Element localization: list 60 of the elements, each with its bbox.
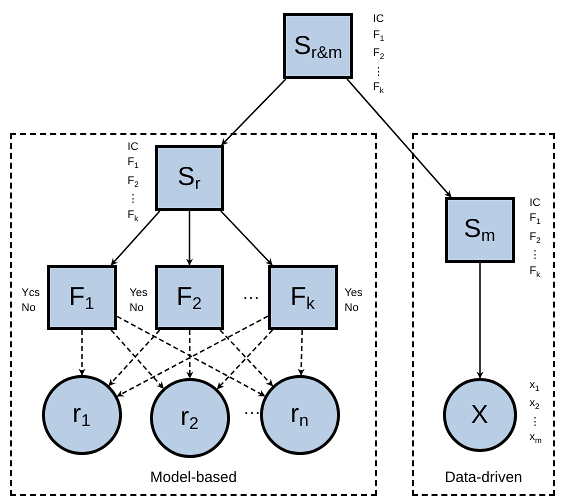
side-note: F$_{k}$	[128, 208, 139, 226]
arrow	[476, 263, 484, 379]
side-note: F$_{1}$	[530, 211, 541, 228]
side-note: F$_{1}$	[128, 155, 139, 172]
node-label: F$_{2}$	[176, 280, 202, 314]
dashed-arrow	[186, 330, 194, 379]
node-label: r$_{1}$	[72, 398, 91, 431]
group-title: Model-based	[149, 469, 238, 486]
side-note: IC	[128, 140, 139, 154]
side-note: ⋮	[128, 192, 139, 208]
side-note: ⋮	[373, 64, 384, 80]
side-note: IC	[373, 12, 384, 27]
group-title: Data-driven	[444, 469, 524, 486]
side-note: F$_{2}$	[128, 174, 139, 191]
state-circle	[260, 374, 340, 454]
process-box	[283, 13, 353, 79]
side-note: No	[22, 301, 37, 316]
side-note: ⋮	[530, 414, 542, 430]
side-note: IC	[530, 196, 541, 210]
group-region	[412, 133, 555, 496]
node-label: S$_{r}$	[177, 161, 200, 194]
side-note: F$_{1}$	[373, 28, 384, 45]
arrow	[220, 210, 273, 266]
dashed-arrow	[298, 330, 305, 376]
arrow	[346, 78, 452, 198]
side-note: x$_{2}$	[530, 396, 540, 414]
ellipsis-label: …	[242, 283, 260, 304]
group-region	[10, 133, 377, 496]
state-circle	[442, 378, 516, 452]
process-box	[154, 264, 224, 330]
node-label: F$_{1}$	[68, 280, 94, 314]
side-note: x$_{m}$	[530, 430, 542, 448]
side-note: Yes	[344, 286, 362, 300]
side-note: F$_{2}$	[530, 230, 541, 247]
ellipsis-label: …	[243, 398, 261, 419]
process-box	[444, 196, 514, 262]
node-label: S$_{m}$	[464, 213, 496, 246]
process-box	[154, 144, 224, 210]
state-circle	[150, 378, 230, 458]
node-label: F$_{k}$	[290, 280, 315, 314]
side-note: F$_{2}$	[373, 46, 384, 64]
process-box	[46, 264, 116, 330]
side-note: F$_{k}$	[530, 264, 541, 282]
node-label: r$_{n}$	[290, 398, 309, 431]
side-note: x$_{1}$	[530, 378, 540, 395]
side-note: Ycs	[22, 286, 40, 300]
side-note: ⋮	[530, 248, 541, 264]
state-circle	[42, 374, 122, 454]
dashed-arrow	[78, 330, 86, 376]
arrow	[221, 78, 286, 146]
node-label: S$_{r&m}$	[294, 30, 342, 62]
side-note: No	[344, 301, 360, 316]
node-label: X	[470, 399, 488, 430]
arrow	[110, 210, 160, 266]
side-note: Yes	[130, 286, 148, 300]
node-label: r$_{2}$	[180, 401, 199, 434]
side-note: F$_{k}$	[373, 80, 384, 98]
process-box	[268, 264, 338, 330]
arrow	[186, 211, 193, 266]
side-note: No	[130, 301, 145, 316]
